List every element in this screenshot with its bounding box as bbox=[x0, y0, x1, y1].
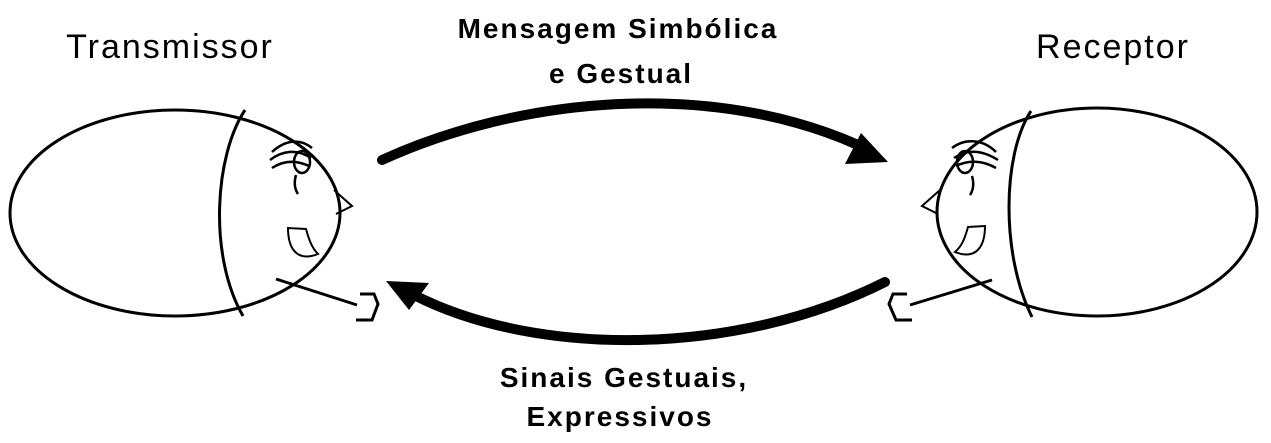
receiver-eye-icon bbox=[951, 140, 999, 196]
receiver-head bbox=[887, 106, 1259, 322]
top-edge-label-line2: e Gestual bbox=[549, 58, 693, 89]
top-arrow bbox=[377, 98, 888, 165]
transmitter-mouth-icon bbox=[286, 226, 320, 258]
bottom-edge-label-line2: Expressivos bbox=[527, 401, 714, 432]
bottom-arrow bbox=[386, 277, 890, 346]
receiver-nose-icon bbox=[920, 189, 941, 215]
top-edge-label-line1: Mensagem Simbólica bbox=[458, 13, 779, 44]
receiver-hand-icon bbox=[887, 278, 993, 322]
transmitter-label: Transmissor bbox=[66, 28, 274, 66]
transmitter-eye-icon bbox=[269, 140, 313, 195]
transmitter-hand-icon bbox=[275, 277, 380, 322]
transmitter-head bbox=[8, 108, 380, 322]
transmitter-nose-icon bbox=[333, 189, 354, 215]
receiver-mouth-icon bbox=[953, 224, 987, 256]
receiver-label: Receptor bbox=[1036, 28, 1190, 66]
bottom-edge-label-line1: Sinais Gestuais, bbox=[500, 362, 748, 393]
